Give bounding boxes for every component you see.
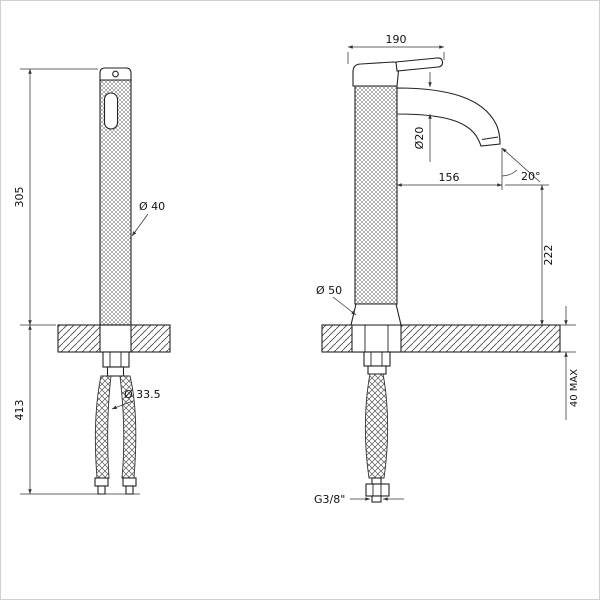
base-flare-side [350,303,402,326]
dim-base-diameter: Ø 50 [316,284,357,316]
dim-height-above-front: 305 [13,68,98,326]
dim-hose-diameter: Ø 33.5 [111,388,161,410]
shank-collar-front [106,366,125,377]
fitting-hex-nut [365,483,390,497]
dim-label-spout-diameter: Ø20 [413,127,426,150]
dim-spout-diameter: Ø20 [413,72,432,162]
dim-label-outlet-angle: 20° [521,170,541,183]
body-through-deck-front [99,324,132,353]
front-view: 305 413 Ø 40 Ø 33.5 [13,67,171,495]
top-cap-side [352,61,400,87]
hose-left [94,375,112,479]
handle-lever-side [395,57,444,72]
dim-label-height-below: 413 [13,400,26,421]
dim-outlet-angle: 20° [501,147,541,190]
dim-outlet-height: 222 [505,184,555,325]
dim-label-height-above: 305 [13,187,26,208]
hose-right-tip [125,485,134,495]
dim-deck-thickness: 40 MAX [560,306,580,420]
mounting-nut-front [102,351,130,368]
hose-left-tip [97,485,106,495]
dim-spout-reach: 156 [397,171,502,187]
body-through-deck-side [351,324,402,353]
dim-overall-depth: 190 [347,33,445,64]
dim-label-spout-reach: 156 [439,171,460,184]
dim-label-inlet-thread: G3/8" [314,493,345,506]
mounting-nut-side [363,351,391,367]
dim-label-deck-thickness: 40 MAX [569,369,580,407]
faucet-body-side [354,85,398,305]
fitting-tube [371,477,382,485]
dim-height-below-front: 413 [13,325,140,495]
dim-label-base-diameter: Ø 50 [316,284,342,297]
handle-slot-front [103,92,119,130]
fitting-tip [371,495,382,503]
dim-label-hose-diameter: Ø 33.5 [124,388,161,401]
dim-label-outlet-height: 222 [542,245,555,266]
dim-inlet-thread: G3/8" [314,493,404,506]
hose-left-fitting [94,477,109,487]
aerator-line [481,136,499,140]
side-view: 20° 190 Ø20 156 222 Ø 50 [314,33,580,506]
dim-label-body-diameter: Ø 40 [139,200,165,213]
hose-side [364,373,389,479]
hose-right-fitting [122,477,137,487]
cap-hole-front [112,70,119,78]
dim-body-diameter: Ø 40 [131,200,165,237]
dim-label-overall-depth: 190 [386,33,407,46]
shank-collar-side [367,365,387,375]
spout [396,87,501,147]
